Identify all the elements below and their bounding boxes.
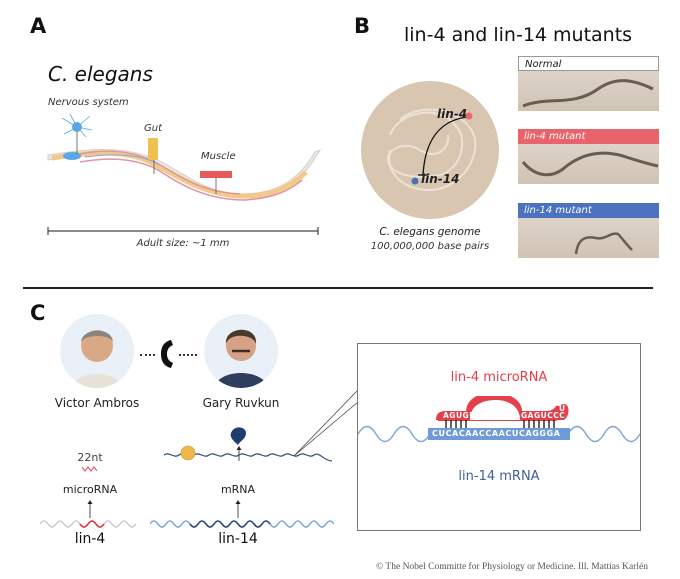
lin-4-locus-label: lin-4 <box>437 107 468 121</box>
panel-a-letter: A <box>30 14 47 38</box>
worm-photo-lin-14 <box>518 218 659 258</box>
genome-diagram <box>361 81 499 219</box>
genome-circle <box>361 81 499 219</box>
mutant-tag-lin-14: lin-14 mutant <box>518 203 659 218</box>
avatar-gary-ruvkun <box>204 314 278 388</box>
mirna-mrna-binding <box>358 396 640 443</box>
phone-icon <box>161 340 173 368</box>
worm-photo-normal <box>518 71 659 111</box>
binding-zoom-box: lin-4 microRNA AGUGU GAGUCCC U CUCACAACC… <box>357 343 641 531</box>
mutant-normal: Normal <box>518 56 659 111</box>
mrna-seq: CUCACAACCAACUCAGGGA <box>432 429 561 438</box>
lin-14-locus-dot <box>411 177 419 185</box>
worm-photo-lin-4 <box>518 144 659 184</box>
panel-b-title: lin-4 and lin-14 mutants <box>404 24 633 46</box>
dotted-connector-right <box>179 354 197 356</box>
mirna-title: lin-4 microRNA <box>450 370 548 385</box>
mirna-seq-right: GAGUCCC <box>521 411 566 420</box>
person-name-ambros: Victor Ambros <box>54 396 140 410</box>
mirna-length-label: 22nt <box>77 451 103 464</box>
lin-4-gene-label: lin-4 <box>74 531 106 547</box>
lin-14-gene-dna <box>150 520 334 528</box>
neuron-icon <box>61 113 93 154</box>
mirna-seq-tail: U <box>559 404 566 413</box>
zoom-callout-lines <box>293 389 359 457</box>
lin-14-product-label: mRNA <box>220 483 256 496</box>
mutant-lin-14: lin-14 mutant <box>518 203 659 258</box>
mirna-squiggle <box>82 466 98 472</box>
muscle-label: Muscle <box>201 151 236 162</box>
scale-bar <box>47 227 319 235</box>
lin-14-arrow-icon <box>235 500 241 518</box>
head-nerve-ring <box>63 152 81 160</box>
gut-cell-icon <box>148 138 158 174</box>
mrna-translation-illustration <box>164 427 333 462</box>
mrna-title: lin-14 mRNA <box>458 469 540 484</box>
panel-c-letter: C <box>30 301 46 325</box>
lin-14-locus-label: lin-14 <box>421 172 460 186</box>
gut-label: Gut <box>144 123 163 134</box>
lin-4-product-label: microRNA <box>62 483 118 496</box>
mutant-tag-lin-4: lin-4 mutant <box>518 129 659 144</box>
panel-b-letter: B <box>354 14 371 38</box>
mrna-strand <box>428 428 570 440</box>
dotted-connector-left <box>140 354 155 356</box>
avatar-victor-ambros <box>60 314 134 388</box>
muscle-cell-icon <box>200 171 232 194</box>
lin-4-locus-dot <box>465 112 473 120</box>
genome-size: 100,000,000 base pairs <box>370 241 490 252</box>
mutant-lin-4: lin-4 mutant <box>518 129 659 184</box>
worm-anatomy-illustration <box>47 113 322 201</box>
ribosome-icon <box>180 445 196 461</box>
lin-14-gene-label: lin-14 <box>218 531 258 547</box>
nervous-system-label: Nervous system <box>48 97 129 108</box>
mutant-tag-normal: Normal <box>518 56 659 71</box>
panel-a-title: C. elegans <box>48 62 153 86</box>
genome-caption: C. elegans genome <box>379 226 481 238</box>
person-name-ruvkun: Gary Ruvkun <box>202 396 280 410</box>
lin-4-gene-dna <box>40 520 137 528</box>
scale-caption: Adult size: ~1 mm <box>136 238 230 249</box>
protein-icon <box>230 427 246 445</box>
section-divider <box>23 287 653 289</box>
base-pair-ticks <box>445 420 555 428</box>
mirna-seq-left: AGUGU <box>443 411 476 420</box>
lin-4-arrow-icon <box>87 500 93 518</box>
image-credit: © The Nobel Committe for Physiology or M… <box>376 562 648 572</box>
